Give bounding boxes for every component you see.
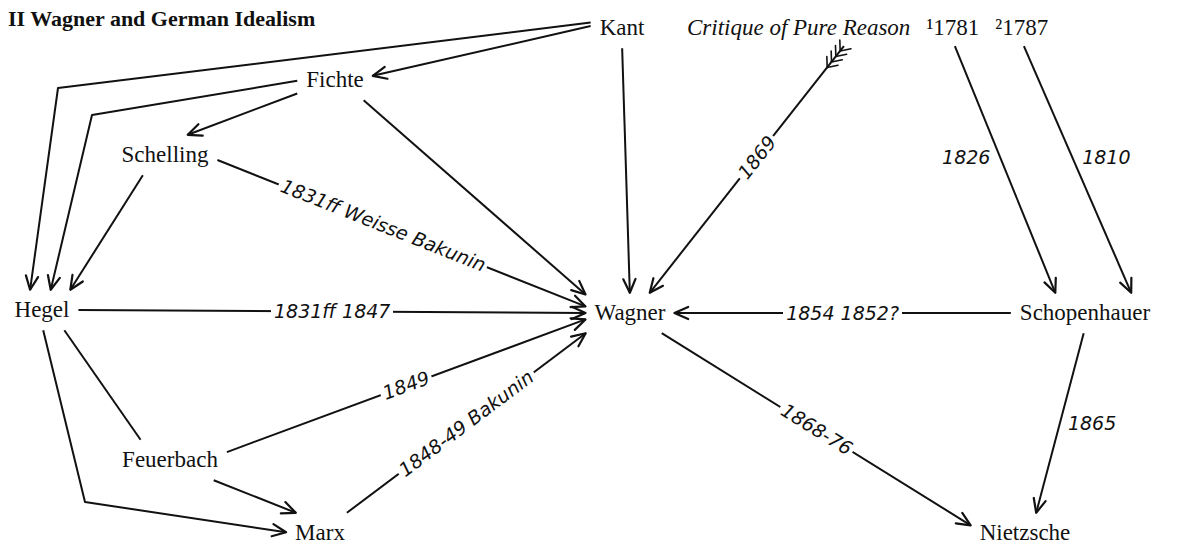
node-label: Schopenhauer xyxy=(1020,300,1150,326)
philosopher-name: Hegel xyxy=(11,295,74,325)
year-label: 1831ff 1847 xyxy=(271,301,393,322)
year-label: 1831ff Weisse Bakunin xyxy=(275,175,491,277)
year-label: 1868-76 xyxy=(775,398,859,461)
edition-year: ²1787 xyxy=(995,15,1048,41)
influence-arrow xyxy=(64,330,140,440)
influence-arrow xyxy=(48,81,297,290)
arrow-fletching xyxy=(835,45,837,56)
arrow-head xyxy=(1034,498,1046,513)
connector-line xyxy=(214,480,296,513)
arrow-head xyxy=(674,307,688,319)
node-label: Nietzsche xyxy=(980,520,1071,546)
influence-arrow xyxy=(1024,46,1131,293)
node-label: Hegel xyxy=(15,297,70,323)
arrow-head xyxy=(70,275,82,290)
philosopher-name: Nietzsche xyxy=(976,518,1075,548)
arrow-head xyxy=(571,281,585,295)
arrow-head xyxy=(572,307,586,319)
connector-line xyxy=(51,81,298,290)
arrow-head xyxy=(272,524,286,536)
arrow-head xyxy=(956,513,971,525)
connector-line xyxy=(43,330,286,532)
connector-line xyxy=(70,175,143,290)
node-label: Schelling xyxy=(122,142,209,168)
arrow-fletching xyxy=(826,56,828,67)
connector-line xyxy=(64,330,140,440)
connector-line xyxy=(188,93,298,134)
arrow-head xyxy=(571,333,586,346)
influence-arrow xyxy=(373,26,591,79)
philosopher-name: Schelling xyxy=(118,140,213,170)
year-label: 1869 xyxy=(732,129,782,185)
arrow-head xyxy=(1120,278,1131,293)
connector-line xyxy=(622,48,630,293)
connector-line xyxy=(650,46,844,293)
year-label: 1849 xyxy=(377,366,435,404)
arrow-head xyxy=(281,502,296,513)
year-label: 1826 xyxy=(939,147,993,168)
philosopher-name: Schopenhauer xyxy=(1016,298,1154,328)
node-label: Feuerbach xyxy=(122,447,218,473)
influence-arrow xyxy=(217,160,585,307)
year-label: 1854 1852? xyxy=(783,303,902,324)
arrow-fletching xyxy=(840,49,851,51)
connector-line xyxy=(217,160,585,306)
arrow-head xyxy=(650,278,663,293)
node-label: Fichte xyxy=(306,67,364,93)
edition-year: ¹1781 xyxy=(926,15,979,41)
arrow-fletching xyxy=(832,60,843,62)
arrow-head xyxy=(571,318,586,329)
influence-arrow xyxy=(70,175,143,290)
arrow-head xyxy=(1044,278,1055,293)
philosopher-name: Fichte xyxy=(302,65,368,95)
arrow-fletching xyxy=(827,65,838,67)
diagram-title: II Wagner and German Idealism xyxy=(8,6,315,32)
influence-arrow xyxy=(188,93,298,135)
influence-arrow xyxy=(622,48,635,293)
connector-line xyxy=(662,333,971,525)
philosopher-name: Marx xyxy=(291,518,349,548)
influence-arrow xyxy=(26,23,591,290)
connector-line xyxy=(1024,46,1131,293)
philosopher-name: Kant xyxy=(596,13,649,43)
year-label: 1865 xyxy=(1065,413,1119,434)
composer-name: Wagner xyxy=(591,298,670,328)
connector-line xyxy=(347,333,586,513)
arrow-head xyxy=(373,67,388,79)
node-label: Kant xyxy=(600,15,645,41)
influence-arrow xyxy=(347,333,586,513)
arrow-head xyxy=(188,124,203,135)
node-label: Wagner xyxy=(595,300,666,326)
influence-arrow xyxy=(650,40,851,293)
influence-arrow xyxy=(43,330,286,536)
philosopher-name: Feuerbach xyxy=(118,445,222,475)
book-title: Critique of Pure Reason ¹1781 ²1787 xyxy=(683,13,1052,43)
influence-arrow xyxy=(662,333,971,525)
connector-line xyxy=(373,26,591,76)
node-label: Marx xyxy=(295,520,345,546)
arrow-head xyxy=(26,275,38,289)
arrow-fletching xyxy=(830,51,832,62)
arrow-fletching xyxy=(836,54,847,56)
arrow-head xyxy=(48,275,60,290)
influence-arrow xyxy=(214,480,296,513)
node-label: Critique of Pure Reason xyxy=(687,15,910,41)
arrow-head xyxy=(623,279,635,293)
year-label: 1810 xyxy=(1079,147,1133,168)
connector-line xyxy=(30,23,591,290)
arrow-fletching xyxy=(839,40,841,51)
arrow-head xyxy=(571,296,586,307)
